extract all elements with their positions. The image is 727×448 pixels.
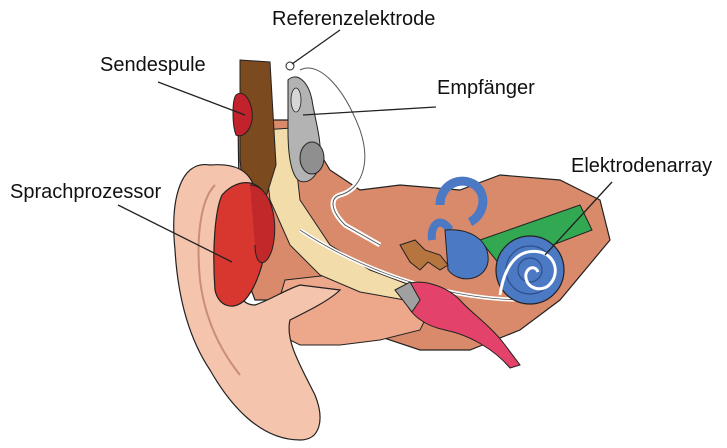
pointer-sendespule (158, 82, 245, 115)
pointer-referenzelektrode (292, 30, 340, 64)
label-empfaenger: Empfänger (437, 77, 535, 100)
label-sendespule: Sendespule (100, 54, 206, 77)
label-sprachprozessor: Sprachprozessor (10, 181, 161, 204)
label-elektrodenarray: Elektrodenarray (571, 155, 712, 178)
receiver-magnet (300, 142, 324, 174)
label-referenzelektrode: Referenzelektrode (272, 8, 435, 31)
receiver-inner (291, 88, 301, 112)
pointer-empfaenger (303, 107, 436, 115)
